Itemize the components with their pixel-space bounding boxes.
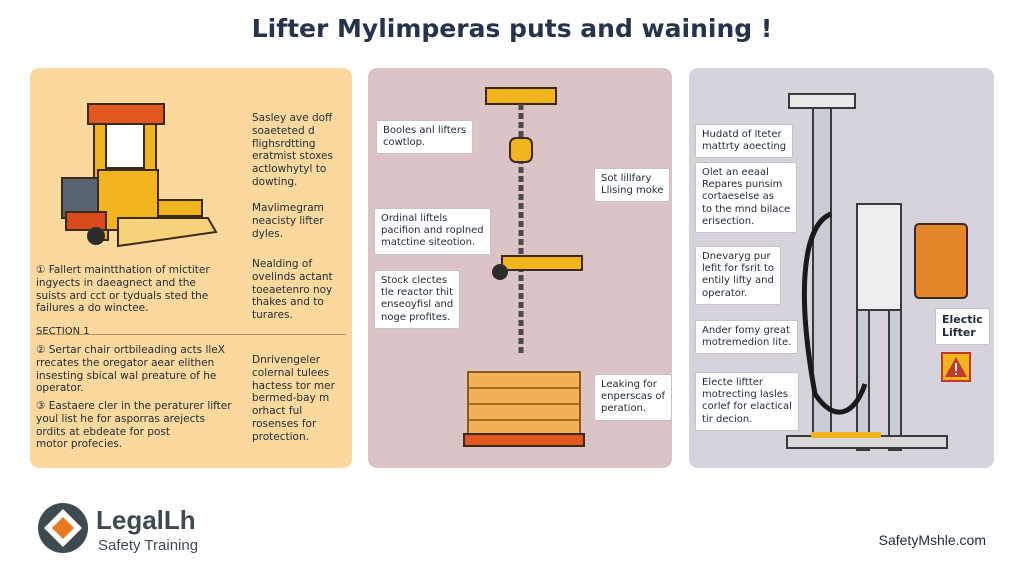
panel2-box-2: Sot lillfary Llising moke — [594, 168, 671, 203]
panel3-box-5: Electe liftter motrecting lasles corlef … — [695, 372, 799, 431]
panel3-box-3: Dnevaryg pur lefit for fsrit to entily l… — [695, 246, 782, 305]
electric-lifter-illustration — [786, 93, 968, 451]
section-divider — [36, 334, 346, 335]
electric-lifter-label: Electic Lifter — [935, 308, 990, 345]
panel2-box-3: Ordinal liftels pacifion and roplned mat… — [374, 208, 491, 255]
forklift-illustration — [61, 103, 218, 248]
panel2-box-1: Booles anl lifters cowtlop. — [376, 120, 474, 155]
panel2-box-5: Leaking for enperscas of peration. — [594, 374, 672, 421]
site-url[interactable]: SafetyMshle.com — [878, 532, 986, 548]
brand-subtitle: Safety Training — [98, 537, 199, 554]
panel3-box-4: Ander fomy great motremedion lite. — [695, 320, 799, 355]
panel1-bottom-right-text: Dnrivengeler colernal tulees hactess tor… — [252, 354, 335, 443]
panel-hoist: Booles anl lifters cowtlop. Sot lillfary… — [368, 68, 672, 468]
panel-forklift: Sasley ave doff soaeteted d flighsrdttin… — [30, 68, 352, 468]
hoist-chain-illustration — [463, 87, 585, 447]
panel1-middle-right-text-2: Nealding of ovelinds actant toeaetenro n… — [252, 258, 333, 322]
brand-block: LegalLh Safety Training — [30, 495, 260, 560]
section-label: SECTION 1 — [36, 326, 90, 337]
panel1-top-right-text: Sasley ave doff soaeteted d flighsrdttin… — [252, 112, 333, 188]
panel1-item-3: ③ Eastaere cler in the peraturer lifter … — [36, 400, 232, 451]
panel3-box-2: Olet an eeaal Repares punsim cortaeselse… — [695, 162, 798, 233]
page-title: Lifter Mylimperas puts and waining ! — [251, 14, 773, 43]
panel1-middle-right-text-1: Mavlimegram neacisty lifter dyles. — [252, 202, 324, 240]
brand-name: LegalLh — [96, 505, 196, 535]
panel1-item-1: ① Fallert maintthation of mictiter ingye… — [36, 264, 210, 315]
panel3-box-1: Hudatd of lteter mattrty aoecting — [695, 124, 794, 159]
panel2-box-4: Stock clectes tle reactor thit enseoyfis… — [374, 270, 461, 329]
warning-sign-icon — [941, 352, 971, 382]
brand-logo-icon — [38, 503, 88, 553]
panel1-item-2: ② Sertar chair ortbileading acts lleX rr… — [36, 344, 225, 395]
panel-electric-lifter: Hudatd of lteter mattrty aoecting Olet a… — [689, 68, 994, 468]
